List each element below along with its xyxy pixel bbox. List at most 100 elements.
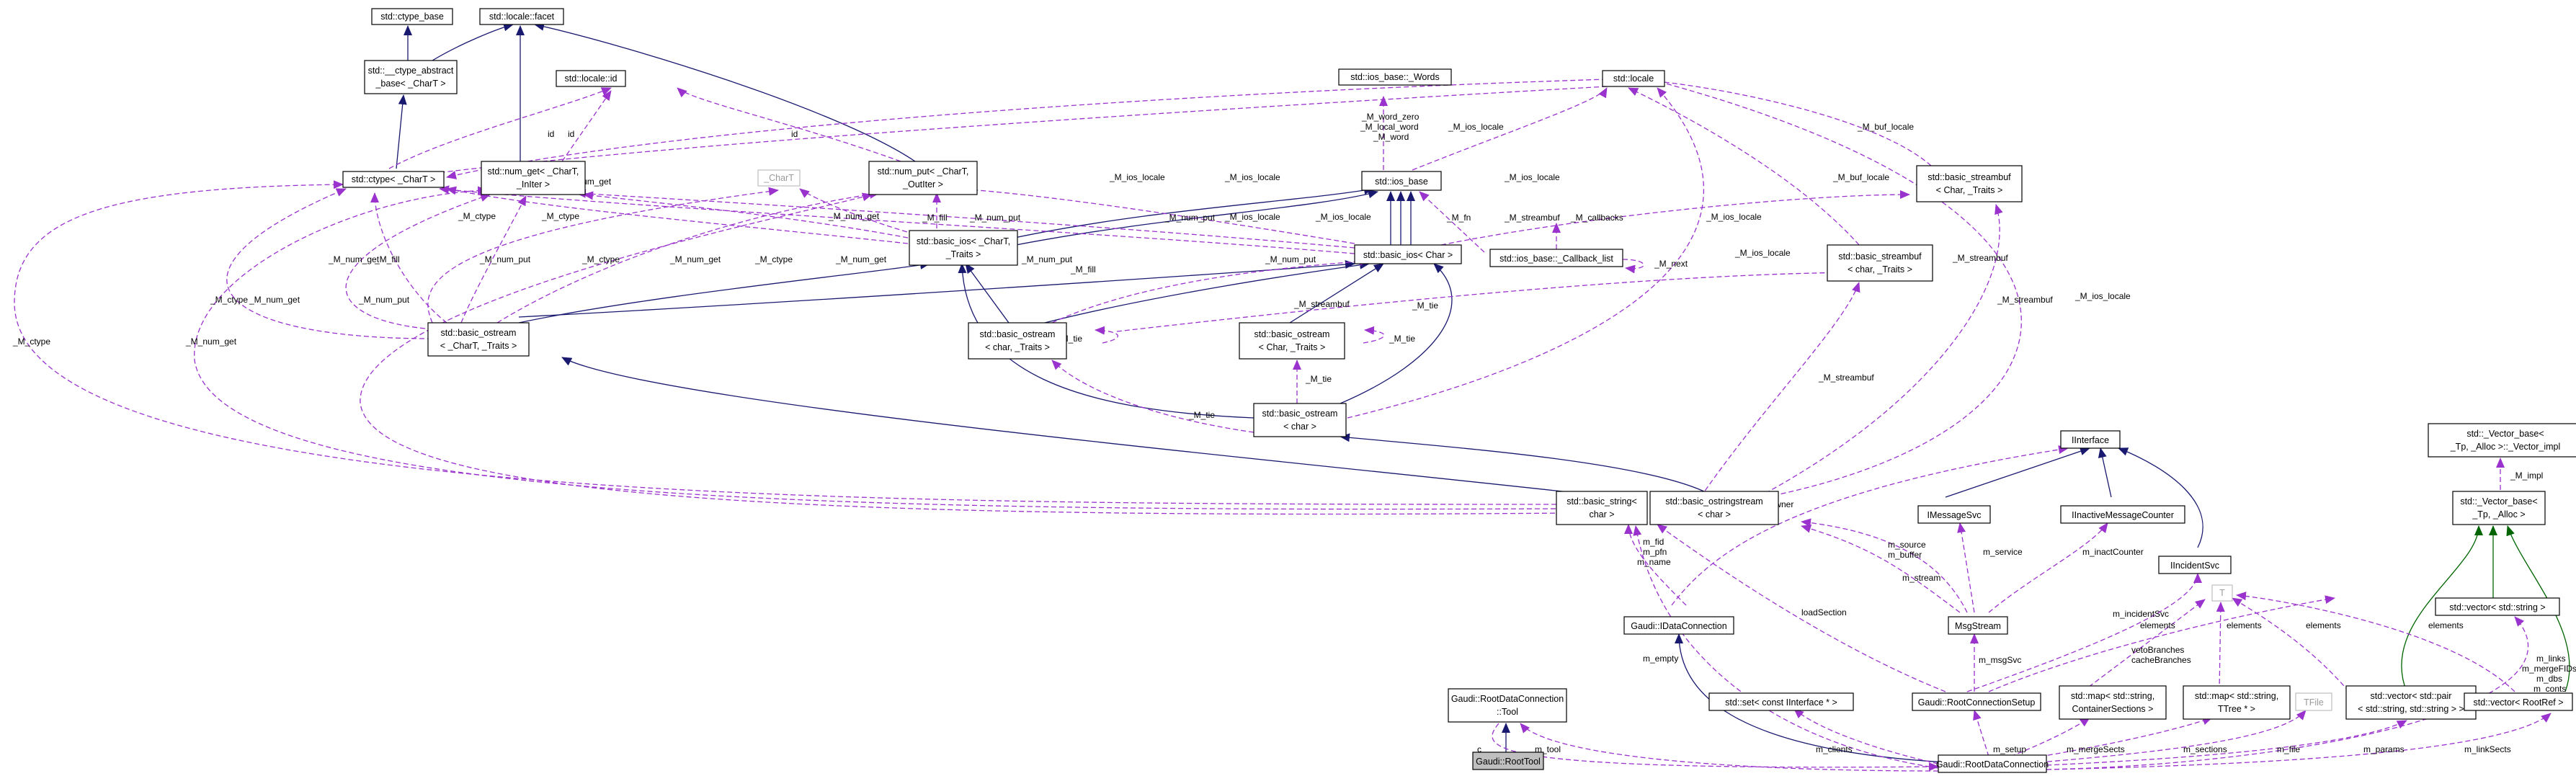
label-m-next: _M_next <box>1654 259 1688 269</box>
label-m-ios-locale: _M_ios_locale <box>1109 172 1165 182</box>
label-m-streambuf: _M_streambuf <box>1504 213 1560 223</box>
node-vector-string[interactable]: std::vector< std::string > <box>2435 597 2560 616</box>
node-ios-base[interactable]: std::ios_base <box>1361 171 1442 191</box>
node-set-iinterface[interactable]: std::set< const IInterface * > <box>1708 692 1854 711</box>
node-num-put[interactable]: std::num_put< _CharT, _OutIter > <box>868 161 978 195</box>
svg-text:IIncidentSvc: IIncidentSvc <box>2170 561 2219 571</box>
svg-text:std::ios_base::_Words: std::ios_base::_Words <box>1350 72 1439 82</box>
node-ctype[interactable]: std::ctype< _CharT > <box>342 171 445 188</box>
node-locale-facet[interactable]: std::locale::facet <box>479 8 564 25</box>
edge-ostream-Char-traits-to-basic-ios-char <box>1289 263 1384 324</box>
svg-text:< char, _Traits >: < char, _Traits > <box>985 342 1050 352</box>
node-basic-ostream-char[interactable]: std::basic_ostream < char > <box>1253 403 1347 437</box>
node-basic-ostream-char-traits[interactable]: std::basic_ostream < char, _Traits > <box>968 322 1067 360</box>
label-m-num-put: _M_num_put <box>1164 213 1216 223</box>
edge-ostream-charT-numget-left <box>345 193 491 329</box>
label-m-source-group: m_source m_buffer <box>1888 540 1926 560</box>
label-m-ios-locale: _M_ios_locale <box>1224 172 1280 182</box>
node-tfile[interactable]: TFile <box>2295 692 2332 711</box>
edge-streambuf-char-locale <box>1628 87 1860 246</box>
node-root-connection-setup[interactable]: Gaudi::RootConnectionSetup <box>1912 692 2041 711</box>
edge-msgstream-source <box>1801 524 1961 613</box>
node-basic-ostream-charT[interactable]: std::basic_ostream < _CharT, _Traits > <box>427 322 530 357</box>
node-basic-string-char[interactable]: std::basic_string< char > <box>1556 491 1648 525</box>
svg-text:IMessageSvc: IMessageSvc <box>1927 510 1981 520</box>
node-roottool[interactable]: Gaudi::RootTool <box>1472 752 1544 770</box>
node-basic-streambuf-Char-traits[interactable]: std::basic_streambuf < Char, _Traits > <box>1916 165 2023 202</box>
edge-ostream-charT-to-basic-ios-char <box>518 260 1355 318</box>
edge-ostringstream-locale <box>1649 77 2022 498</box>
node-basic-ostringstream[interactable]: std::basic_ostringstream < char > <box>1649 491 1779 525</box>
edge-rootconn-mergesects <box>2010 717 2090 757</box>
node-locale[interactable]: std::locale <box>1602 70 1665 87</box>
node-map-ttree[interactable]: std::map< std::string, TTree * > <box>2183 685 2291 720</box>
edge-rootconn-clients <box>1793 708 1939 764</box>
label-m-ios-locale: _M_ios_locale <box>1706 212 1762 222</box>
node-imessagesvc[interactable]: IMessageSvc <box>1917 505 1991 524</box>
svg-text:_OutIter >: _OutIter > <box>902 179 943 189</box>
edge-rootconn-empty <box>1633 525 1939 769</box>
edge-elements-T-1 <box>2082 599 2206 692</box>
svg-text:std::__ctype_abstract: std::__ctype_abstract <box>368 66 454 76</box>
edge-basic-ios-char-num-get <box>576 189 1355 249</box>
node-rootdataconnection[interactable]: Gaudi::RootDataConnection <box>1936 754 2049 773</box>
node-idataconnection[interactable]: Gaudi::IDataConnection <box>1623 616 1734 635</box>
svg-text:std::locale::id: std::locale::id <box>565 73 618 84</box>
node-iinterface[interactable]: IInterface <box>2060 430 2121 449</box>
svg-text:Gaudi::RootDataConnection: Gaudi::RootDataConnection <box>1451 694 1564 704</box>
node-msgstream[interactable]: MsgStream <box>1948 616 2008 635</box>
label-elements: elements <box>2428 620 2464 630</box>
node-ctype-abstract-base[interactable]: std::__ctype_abstract _base< _CharT > <box>364 60 458 94</box>
label-m-num-put: _M_num_put <box>1265 254 1316 264</box>
svg-text:std::ios_base::_Callback_list: std::ios_base::_Callback_list <box>1499 254 1613 264</box>
label-m-ios-locale: _M_ios_locale <box>1734 248 1791 258</box>
node-basic-streambuf-char[interactable]: std::basic_streambuf < char, _Traits > <box>1827 244 1933 282</box>
node-basic-ostream-Char-traits[interactable]: std::basic_ostream < Char, _Traits > <box>1239 322 1345 360</box>
node-vector-rootref[interactable]: std::vector< RootRef > <box>2464 692 2573 711</box>
edge-num-put-id <box>677 87 901 162</box>
node-ctype-base[interactable]: std::ctype_base <box>371 8 453 25</box>
label-m-msgsvc: m_msgSvc <box>1979 655 2021 665</box>
svg-text:ContainerSections >: ContainerSections > <box>2072 704 2154 714</box>
node-rootdataconnection-tool[interactable]: Gaudi::RootDataConnection ::Tool <box>1448 688 1567 723</box>
node-callback-list[interactable]: std::ios_base::_Callback_list <box>1489 249 1623 267</box>
svg-text:std::locale::facet: std::locale::facet <box>489 12 555 22</box>
node-charT[interactable]: _CharT <box>757 169 801 187</box>
node-basic-ios-charT[interactable]: std::basic_ios< _CharT, _Traits > <box>909 230 1018 266</box>
svg-text:Gaudi::RootTool: Gaudi::RootTool <box>1476 757 1541 767</box>
label-m-buf-locale: _M_buf_locale <box>1832 172 1889 182</box>
label-m-ios-locale: _M_ios_locale <box>1448 122 1504 132</box>
svg-text:< Char, _Traits >: < Char, _Traits > <box>1259 342 1326 352</box>
node-map-container-sections[interactable]: std::map< std::string, ContainerSections… <box>2059 685 2167 720</box>
svg-text:_CharT: _CharT <box>763 173 794 183</box>
label-m-mergesects: m_mergeSects <box>2067 744 2125 754</box>
label-vetobranches-group: vetoBranches cacheBranches <box>2131 645 2191 665</box>
node-vector-base[interactable]: std::_Vector_base< _Tp, _Alloc > <box>2452 491 2546 525</box>
svg-text:_base< _CharT >: _base< _CharT > <box>375 79 445 89</box>
node-iincidentsvc[interactable]: IIncidentSvc <box>2158 556 2232 574</box>
edge-elements-T-3 <box>2232 597 2350 692</box>
label-m-buf-locale: _M_buf_locale <box>1857 122 1914 132</box>
node-T[interactable]: T <box>2211 584 2233 602</box>
edge-ostream-charT-num-put <box>496 189 880 324</box>
node-num-get[interactable]: std::num_get< _CharT, _InIter > <box>481 161 586 195</box>
svg-text:std::vector< std::string >: std::vector< std::string > <box>2449 602 2545 612</box>
edge-ostream-char-to-basic-ios-charT <box>958 263 1254 419</box>
label-m-setup: m_setup <box>1993 744 2026 754</box>
edge-ostringstream-streambuf <box>1700 282 1860 498</box>
label-m-clients: m_clients <box>1816 744 1853 754</box>
svg-text:std::basic_string<: std::basic_string< <box>1566 496 1637 507</box>
node-vector-pair[interactable]: std::vector< std::pair < std::string, st… <box>2345 685 2477 720</box>
svg-text:std::ctype< _CharT >: std::ctype< _CharT > <box>352 174 436 184</box>
edge-ostringstream-to-ostream-charT <box>561 357 1615 498</box>
label-id: id <box>568 129 574 139</box>
node-iinactive-message-counter[interactable]: IInactiveMessageCounter <box>2060 505 2185 524</box>
edge-fn <box>1419 191 1485 253</box>
node-vector-base-impl[interactable]: std::_Vector_base< _Tp, _Alloc >::_Vecto… <box>2428 423 2576 458</box>
node-locale-id[interactable]: std::locale::id <box>556 70 626 87</box>
node-ios-base-words[interactable]: std::ios_base::_Words <box>1338 68 1452 86</box>
edge-callbacks-next <box>1622 259 1644 274</box>
svg-text:IInterface: IInterface <box>2072 435 2109 445</box>
label-m-num-get: _M_num_get <box>828 211 880 221</box>
node-basic-ios-Char[interactable]: std::basic_ios< Char > <box>1354 244 1462 264</box>
